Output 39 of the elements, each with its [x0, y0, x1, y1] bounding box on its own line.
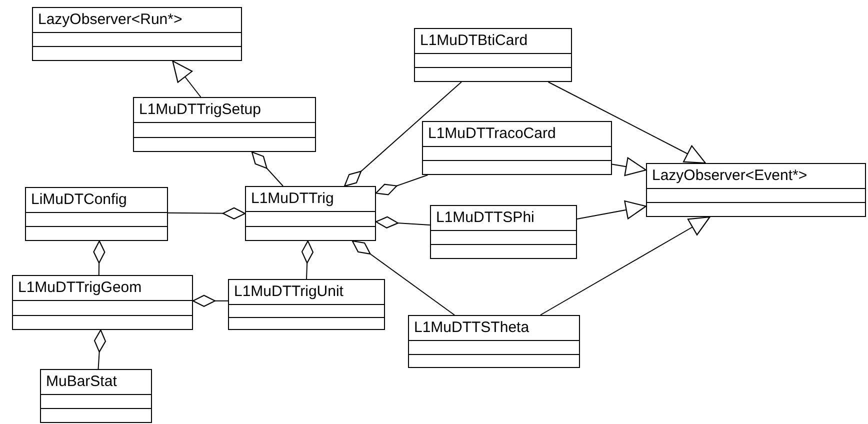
class-name: L1MuDTTrigUnit: [233, 282, 344, 302]
class-name: LazyObserver<Run*>: [37, 10, 184, 30]
inheritance-arrow: [540, 216, 710, 316]
class-name: LazyObserver<Event*>: [651, 166, 808, 186]
aggregation-connector: [344, 82, 462, 187]
inheritance-arrow: [612, 157, 647, 176]
aggregation-connector: [375, 216, 430, 228]
aggregation-connector: [93, 240, 106, 276]
class-box: [245, 186, 376, 241]
aggregation-connector: [375, 174, 428, 196]
class-box: [430, 205, 577, 259]
class-box: [414, 28, 572, 82]
inheritance-arrow: [548, 82, 706, 164]
class-box: [32, 7, 242, 61]
aggregation-connector: [251, 151, 284, 186]
class-name: L1MuDTTrigGeom: [17, 278, 143, 298]
aggregation-connector: [168, 207, 246, 220]
class-box: [408, 315, 580, 368]
class-box: [133, 97, 316, 152]
class-box: [646, 163, 866, 217]
aggregation-connector: [94, 329, 106, 370]
class-name: L1MuDTTracoCard: [427, 124, 557, 144]
class-box: [12, 275, 193, 330]
class-box: [25, 187, 168, 241]
class-box: [228, 279, 385, 330]
class-name: L1MuDTTrigSetup: [138, 100, 262, 120]
class-name: L1MuDTBtiCard: [419, 31, 529, 51]
class-name: LiMuDTConfig: [30, 190, 128, 210]
class-name: MuBarStat: [45, 372, 118, 392]
aggregation-connector: [301, 240, 314, 280]
aggregation-connector: [352, 240, 455, 316]
class-box: [40, 369, 152, 423]
class-name: L1MuDTTSTheta: [413, 318, 530, 338]
class-box: [422, 121, 612, 175]
inheritance-arrow: [172, 60, 202, 98]
inheritance-arrow: [576, 200, 647, 220]
aggregation-connector: [192, 294, 228, 307]
class-name: L1MuDTTSPhi: [435, 208, 536, 228]
class-name: L1MuDTTrig: [250, 189, 335, 209]
